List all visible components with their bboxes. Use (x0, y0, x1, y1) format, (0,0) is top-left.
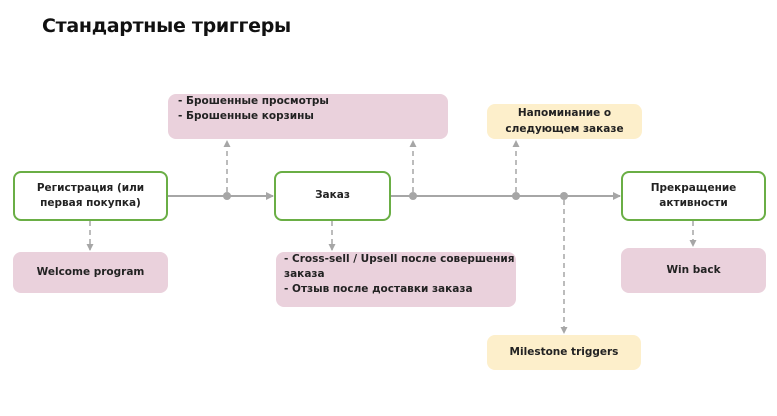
stage-registration-line2: первая покупка) (40, 197, 141, 209)
trigger-reminder-line1: Напоминание о (517, 107, 612, 120)
junction-dot (409, 192, 417, 200)
trigger-post-order-line: заказа (284, 268, 325, 281)
trigger-win-back: Win back (621, 248, 766, 293)
trigger-milestone: Milestone triggers (487, 335, 641, 370)
trigger-reminder-line2: следующем заказе (505, 122, 624, 135)
stage-churn-line2: активности (659, 197, 728, 209)
trigger-milestone-label: Milestone triggers (509, 345, 619, 358)
trigger-win-back-label: Win back (666, 263, 721, 276)
junction-dot (512, 192, 520, 200)
trigger-post-order-line: - Cross-sell / Upsell после совершения (284, 253, 515, 265)
junction-dot (560, 192, 568, 200)
trigger-abandoned-line: - Брошенные просмотры (178, 95, 329, 107)
page-title: Стандартные триггеры (42, 15, 291, 37)
trigger-welcome: Welcome program (13, 252, 168, 293)
trigger-post-order: - Cross-sell / Upsell после совершения з… (276, 252, 516, 307)
trigger-welcome-label: Welcome program (36, 265, 145, 278)
stage-churn: Прекращение активности (621, 171, 766, 221)
junction-dot (223, 192, 231, 200)
trigger-abandoned-line: - Брошенные корзины (178, 110, 314, 123)
stage-registration-line1: Регистрация (или (36, 181, 145, 194)
trigger-post-order-line: - Отзыв после доставки заказа (284, 283, 473, 296)
stage-order-label: Заказ (315, 189, 350, 202)
trigger-reminder: Напоминание о следующем заказе (487, 104, 642, 139)
stage-registration: Регистрация (или первая покупка) (13, 171, 168, 221)
stage-order: Заказ (274, 171, 391, 221)
stage-churn-line1: Прекращение (650, 181, 737, 194)
trigger-abandoned: - Брошенные просмотры - Брошенные корзин… (168, 94, 448, 139)
